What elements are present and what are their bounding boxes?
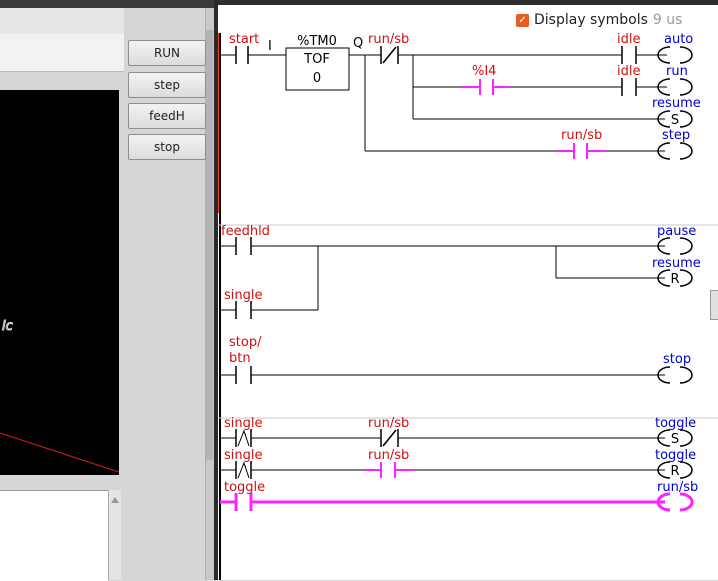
coil-label-runsb: run/sb bbox=[657, 480, 698, 495]
contact-idle-2[interactable] bbox=[621, 78, 637, 96]
coil-label-resume: resume bbox=[652, 96, 701, 111]
right-edge-handle[interactable] bbox=[710, 290, 718, 320]
timer-q-label: Q bbox=[353, 36, 363, 51]
timer-type: TOF bbox=[303, 52, 330, 67]
label-stop-btn-2: btn bbox=[229, 351, 251, 366]
contact-runsb-active-2[interactable] bbox=[364, 462, 413, 478]
contact-single[interactable] bbox=[235, 301, 252, 319]
scan-time-readout: 9 us bbox=[652, 12, 683, 28]
coil-set-letter: S bbox=[671, 113, 679, 128]
coil-label-toggle-1: toggle bbox=[655, 416, 696, 431]
coil-set-toggle[interactable]: S bbox=[657, 429, 693, 447]
coil-reset-resume[interactable]: R bbox=[657, 269, 693, 287]
scroll-up-icon bbox=[111, 497, 119, 503]
coil-label-step: step bbox=[662, 128, 690, 143]
label-i4: %I4 bbox=[472, 64, 496, 79]
coil-label-auto: auto bbox=[664, 32, 693, 47]
coil-label-run: run bbox=[666, 64, 688, 79]
stop-button[interactable]: stop bbox=[128, 134, 206, 160]
feedhold-button[interactable]: feedH bbox=[128, 103, 206, 129]
label-stop-btn-1: stop/ bbox=[229, 335, 262, 350]
coil-reset-toggle[interactable]: R bbox=[657, 461, 693, 479]
contact-feedhld[interactable] bbox=[235, 237, 252, 255]
left-header bbox=[0, 8, 124, 35]
coil-auto[interactable] bbox=[657, 46, 693, 64]
preview-logo-text: ic bbox=[2, 319, 13, 334]
label-runsb: run/sb bbox=[368, 32, 409, 47]
left-toolbar-strip bbox=[0, 34, 124, 72]
timer-input-label: I bbox=[268, 39, 272, 54]
label-runsb-3: run/sb bbox=[368, 416, 409, 431]
timer-block-tm0[interactable]: %TM0 TOF 0 bbox=[285, 34, 350, 91]
label-single-2: single bbox=[224, 448, 263, 463]
rung-1[interactable]: start I %TM0 TOF 0 Q run/sb idle auto bbox=[220, 32, 701, 160]
coil-run[interactable] bbox=[657, 78, 693, 96]
label-idle-1: idle bbox=[617, 32, 640, 47]
rung-3[interactable]: stop/ btn stop bbox=[220, 335, 693, 384]
toolpath-line bbox=[0, 432, 119, 473]
label-runsb-2: run/sb bbox=[561, 128, 602, 143]
contact-idle-1[interactable] bbox=[621, 46, 637, 64]
label-toggle: toggle bbox=[224, 480, 265, 495]
cnc-preview-canvas[interactable]: ic bbox=[0, 90, 119, 475]
coil-label-toggle-2: toggle bbox=[655, 448, 696, 463]
timer-preset: 0 bbox=[313, 71, 321, 86]
display-symbols-label: Display symbols bbox=[534, 12, 648, 28]
checkbox-checked-icon[interactable]: ✓ bbox=[516, 13, 529, 27]
contact-start[interactable] bbox=[235, 46, 249, 64]
cnc-preview-svg: ic bbox=[0, 319, 119, 473]
coil-label-stop: stop bbox=[663, 352, 691, 367]
run-button[interactable]: RUN bbox=[128, 40, 206, 66]
pane-splitter[interactable] bbox=[214, 0, 218, 580]
coil-pause[interactable] bbox=[657, 237, 693, 255]
step-button[interactable]: step bbox=[128, 72, 206, 98]
coil-runsb-active[interactable] bbox=[656, 492, 694, 512]
coil-set-letter-2: S bbox=[671, 432, 679, 447]
timer-name: %TM0 bbox=[297, 34, 337, 49]
coil-step[interactable] bbox=[657, 142, 693, 160]
contact-i4-active[interactable] bbox=[462, 79, 510, 95]
rung-4[interactable]: single run/sb S toggle single run bbox=[220, 416, 698, 512]
label-single-1: single bbox=[224, 416, 263, 431]
ladder-diagram: start I %TM0 TOF 0 Q run/sb idle auto bbox=[218, 32, 718, 580]
coil-reset-letter-2: R bbox=[670, 464, 679, 479]
label-feedhld: feedhld bbox=[221, 224, 270, 239]
label-runsb-4: run/sb bbox=[368, 448, 409, 463]
contact-nc-runsb[interactable] bbox=[380, 46, 399, 64]
coil-reset-letter: R bbox=[670, 272, 679, 287]
contact-nc-runsb-3[interactable] bbox=[380, 429, 399, 447]
contact-stop-btn[interactable] bbox=[235, 366, 252, 384]
rung-2[interactable]: feedhld pause single R resume bbox=[220, 224, 701, 319]
ladder-editor bbox=[218, 0, 718, 580]
lower-text-area[interactable] bbox=[0, 490, 108, 581]
coil-stop[interactable] bbox=[657, 366, 693, 384]
contact-toggle-active[interactable] bbox=[234, 493, 253, 511]
ladder-title-strip bbox=[218, 0, 718, 5]
coil-label-resume-2: resume bbox=[652, 256, 701, 271]
label-idle-2: idle bbox=[617, 64, 640, 79]
label-single: single bbox=[224, 288, 263, 303]
left-panel-scroll-thumb[interactable] bbox=[206, 30, 213, 460]
display-symbols-toggle[interactable]: ✓ Display symbols 9 us bbox=[516, 11, 682, 29]
left-title-strip bbox=[0, 0, 214, 8]
contact-runsb-active[interactable] bbox=[556, 143, 605, 159]
contact-single-edge-1[interactable] bbox=[235, 429, 252, 447]
coil-set-resume[interactable]: S bbox=[657, 110, 693, 128]
contact-single-edge-2[interactable] bbox=[235, 461, 252, 479]
coil-label-pause: pause bbox=[657, 224, 696, 239]
lower-scrollbar[interactable] bbox=[108, 490, 121, 580]
label-start: start bbox=[229, 32, 259, 47]
